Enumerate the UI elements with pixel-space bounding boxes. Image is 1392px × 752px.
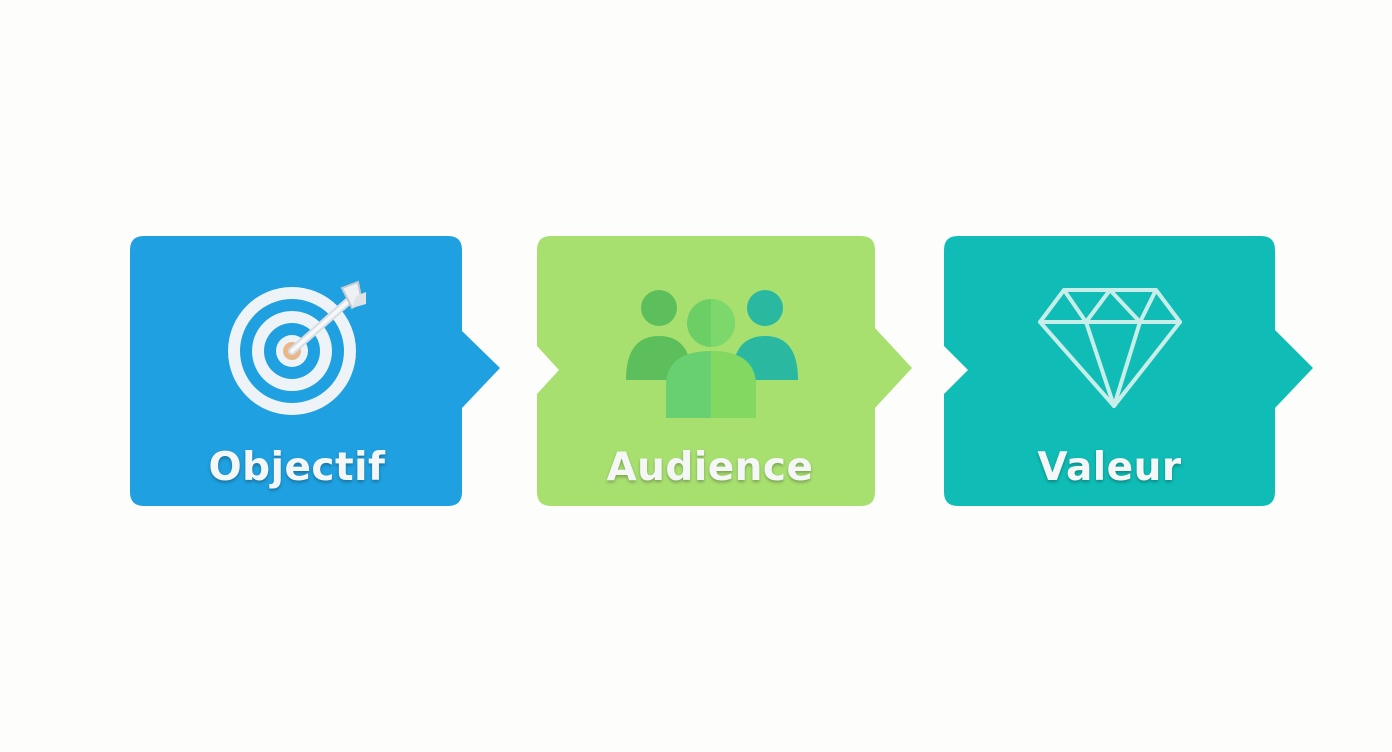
step-label-audience: Audience xyxy=(606,445,814,490)
step-box-valeur xyxy=(944,236,1313,506)
step-valeur: Valeur xyxy=(944,236,1314,506)
step-objectif: Objectif xyxy=(130,236,502,506)
target-arrow-icon xyxy=(228,280,366,415)
step-label-objectif: Objectif xyxy=(208,445,386,490)
diamond-icon xyxy=(1038,288,1182,408)
step-audience: Audience xyxy=(537,236,913,506)
step-label-valeur: Valeur xyxy=(1037,445,1182,490)
people-group-icon xyxy=(626,290,798,418)
